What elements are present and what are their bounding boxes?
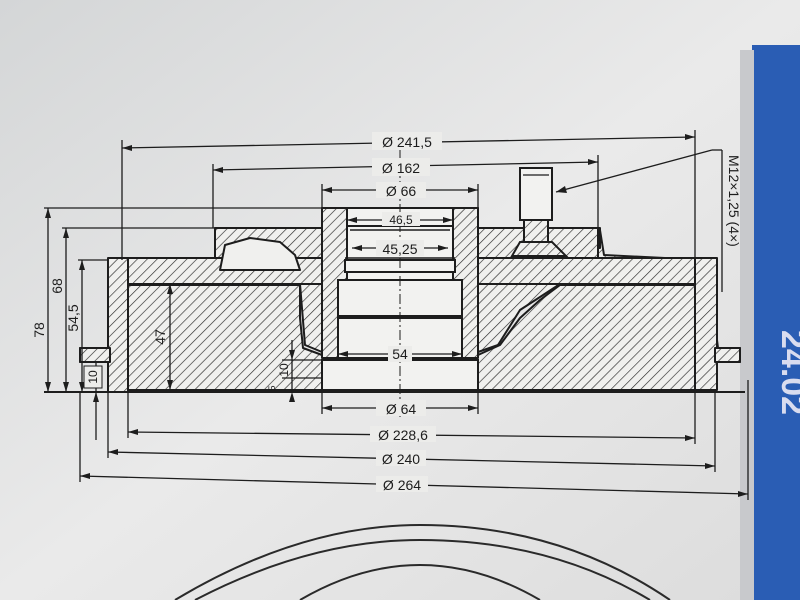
dim-h78: 78 xyxy=(31,322,47,338)
dim-54: 54 xyxy=(392,346,408,362)
edge-label: 24.02 xyxy=(774,330,800,415)
dim-d228-6: Ø 228,6 xyxy=(378,427,428,443)
dim-h54-5: 54,5 xyxy=(65,304,81,331)
dimension-arrows xyxy=(45,134,748,497)
dim-h5: 5 xyxy=(267,385,277,390)
dim-45-25: 45,25 xyxy=(382,241,417,257)
dim-h47: 47 xyxy=(152,329,168,345)
dim-d264: Ø 264 xyxy=(383,477,421,493)
dim-46-5: 46,5 xyxy=(389,213,413,227)
drum-front-view-arc xyxy=(174,523,671,600)
bolt-thread-label: M12×1,25 (4×) xyxy=(726,155,742,247)
dim-h10-inner: 10 xyxy=(277,363,291,377)
dimension-labels: Ø 241,5 Ø 162 Ø 66 46,5 45,25 54 Ø 64 Ø … xyxy=(31,132,742,493)
dim-h68: 68 xyxy=(49,278,65,294)
dim-d240: Ø 240 xyxy=(382,451,420,467)
dim-h10-left: 10 xyxy=(86,370,100,384)
dim-d241-5: Ø 241,5 xyxy=(382,134,432,150)
dim-d66: Ø 66 xyxy=(386,183,417,199)
dim-d64: Ø 64 xyxy=(386,401,417,417)
blue-edge-band xyxy=(752,45,800,600)
wheel-bolt xyxy=(510,167,569,257)
drum-cross-section xyxy=(79,207,741,393)
dim-d162: Ø 162 xyxy=(382,160,420,176)
